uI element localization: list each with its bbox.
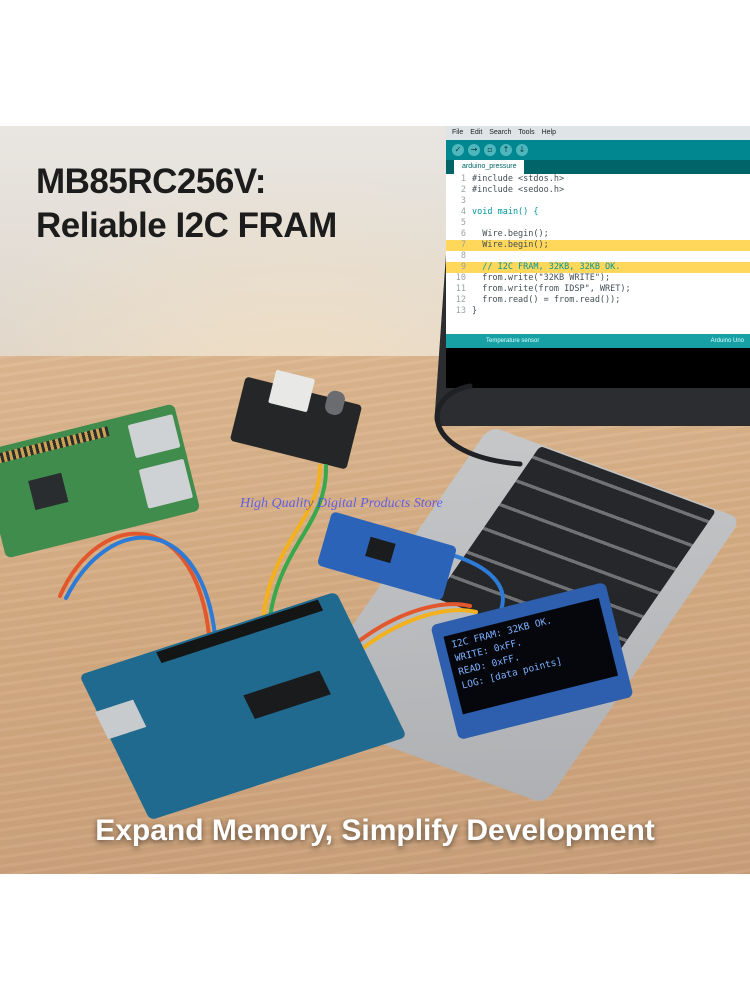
code-line: 3: [460, 196, 466, 206]
save-icon[interactable]: ↓: [516, 144, 528, 156]
code-line: 5: [460, 218, 466, 228]
code-line: 13}: [455, 306, 478, 316]
ide-tabs: arduino_pressure: [446, 160, 750, 174]
code-line: 11 from.write(from IDSP", WRET);: [455, 284, 631, 294]
laptop-screen: File Edit Search Tools Help ✓ → ▫ ↑ ↓ ar…: [446, 126, 750, 388]
serial-console: [446, 348, 750, 388]
product-photo: File Edit Search Tools Help ✓ → ▫ ↑ ↓ ar…: [0, 126, 750, 874]
code-line: 2#include <sedoo.h>: [460, 185, 565, 195]
code-line: 10 from.write("32KB WRITE");: [455, 273, 611, 283]
verify-icon[interactable]: ✓: [452, 144, 464, 156]
fram-chip: [365, 536, 396, 564]
console-label: Temperature sensor: [486, 338, 540, 344]
oled-screen: I2C FRAM: 32KB OK. WRITE: 0xFF. READ: 0x…: [443, 597, 619, 715]
ide-toolbar: ✓ → ▫ ↑ ↓: [446, 140, 750, 160]
code-line: 1#include <stdos.h>: [460, 174, 565, 184]
menu-tools[interactable]: Tools: [518, 129, 535, 136]
new-icon[interactable]: ▫: [484, 144, 496, 156]
tab-sketch[interactable]: arduino_pressure: [454, 160, 525, 174]
upload-icon[interactable]: →: [468, 144, 480, 156]
headline-line-2: Reliable I2C FRAM: [36, 206, 337, 245]
headline: MB85RC256V: Reliable I2C FRAM: [36, 160, 337, 248]
menu-edit[interactable]: Edit: [470, 129, 483, 136]
board-status: Arduino Uno: [710, 338, 744, 344]
menu-file[interactable]: File: [452, 129, 464, 136]
ide-menubar: File Edit Search Tools Help: [446, 126, 750, 140]
code-line-highlighted: 7 Wire.begin();: [446, 240, 750, 251]
menu-search[interactable]: Search: [489, 129, 512, 136]
menu-help[interactable]: Help: [541, 129, 556, 136]
console-header: Temperature sensor Arduino Uno: [446, 334, 750, 348]
code-line-highlighted: 9 // I2C FRAM, 32KB, 32KB OK.: [446, 262, 750, 273]
store-watermark: High Quality Digital Products Store: [240, 496, 443, 511]
code-line: 6 Wire.begin();: [460, 229, 549, 239]
open-icon[interactable]: ↑: [500, 144, 512, 156]
code-line: 12 from.read() = from.read());: [455, 295, 621, 305]
headline-line-1: MB85RC256V:: [36, 162, 266, 201]
atmega-chip: [243, 670, 331, 719]
code-line: 8: [460, 251, 466, 261]
tagline: Expand Memory, Simplify Development: [95, 814, 655, 847]
code-editor[interactable]: 1#include <stdos.h> 2#include <sedoo.h> …: [446, 174, 750, 334]
